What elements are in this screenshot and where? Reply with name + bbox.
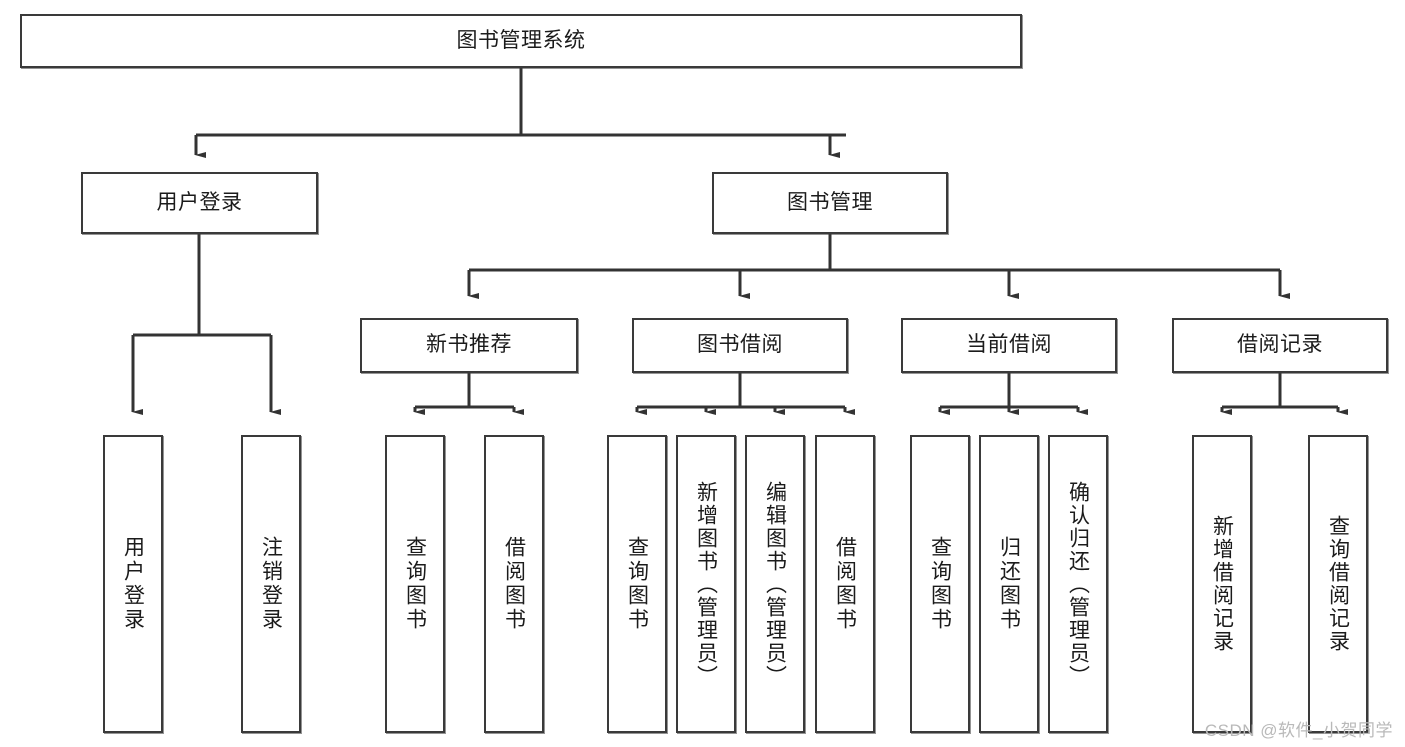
node-borrow-record-label: 借阅记录 (1237, 333, 1323, 357)
node-current-borrow-label: 当前借阅 (966, 333, 1052, 357)
node-leaf-user-login[interactable]: 用户登录 (103, 435, 163, 733)
node-leaf-query-record-label: 查询借阅记录 (1326, 515, 1350, 653)
node-new-book-rec-label: 新书推荐 (426, 333, 512, 357)
node-leaf-query-book-1[interactable]: 查询图书 (385, 435, 445, 733)
node-borrow-record[interactable]: 借阅记录 (1172, 318, 1388, 373)
node-book-borrow-label: 图书借阅 (697, 333, 783, 357)
node-leaf-query-book-3-label: 查询图书 (928, 536, 952, 632)
node-leaf-add-record[interactable]: 新增借阅记录 (1192, 435, 1252, 733)
node-book-manage-label: 图书管理 (787, 190, 873, 214)
node-leaf-borrow-book-1-label: 借阅图书 (502, 536, 526, 632)
node-leaf-borrow-book-2[interactable]: 借阅图书 (815, 435, 875, 733)
node-leaf-query-record[interactable]: 查询借阅记录 (1308, 435, 1368, 733)
node-leaf-query-book-3[interactable]: 查询图书 (910, 435, 970, 733)
node-leaf-query-book-2-label: 查询图书 (625, 536, 649, 632)
node-leaf-user-logout-label: 注销登录 (259, 536, 283, 632)
node-leaf-user-login-label: 用户登录 (121, 536, 145, 632)
node-book-borrow[interactable]: 图书借阅 (632, 318, 848, 373)
node-leaf-add-record-label: 新增借阅记录 (1210, 515, 1234, 653)
node-user-login-label: 用户登录 (156, 190, 243, 214)
node-leaf-return-book-label: 归还图书 (997, 536, 1021, 632)
node-book-manage[interactable]: 图书管理 (712, 172, 948, 234)
node-root[interactable]: 图书管理系统 (20, 14, 1022, 68)
node-leaf-edit-book[interactable]: 编辑图书（管理员） (745, 435, 805, 733)
node-leaf-confirm-return[interactable]: 确认归还（管理员） (1048, 435, 1108, 733)
node-leaf-edit-book-label: 编辑图书（管理员） (763, 480, 787, 688)
node-leaf-borrow-book-1[interactable]: 借阅图书 (484, 435, 544, 733)
node-user-login[interactable]: 用户登录 (81, 172, 318, 234)
node-current-borrow[interactable]: 当前借阅 (901, 318, 1117, 373)
node-leaf-return-book[interactable]: 归还图书 (979, 435, 1039, 733)
node-leaf-query-book-2[interactable]: 查询图书 (607, 435, 667, 733)
node-leaf-query-book-1-label: 查询图书 (403, 536, 427, 632)
node-new-book-rec[interactable]: 新书推荐 (360, 318, 578, 373)
node-root-label: 图书管理系统 (456, 28, 586, 52)
node-leaf-add-book[interactable]: 新增图书（管理员） (676, 435, 736, 733)
node-leaf-confirm-return-label: 确认归还（管理员） (1066, 480, 1090, 688)
node-leaf-borrow-book-2-label: 借阅图书 (833, 536, 857, 632)
node-leaf-user-logout[interactable]: 注销登录 (241, 435, 301, 733)
node-leaf-add-book-label: 新增图书（管理员） (694, 480, 718, 688)
